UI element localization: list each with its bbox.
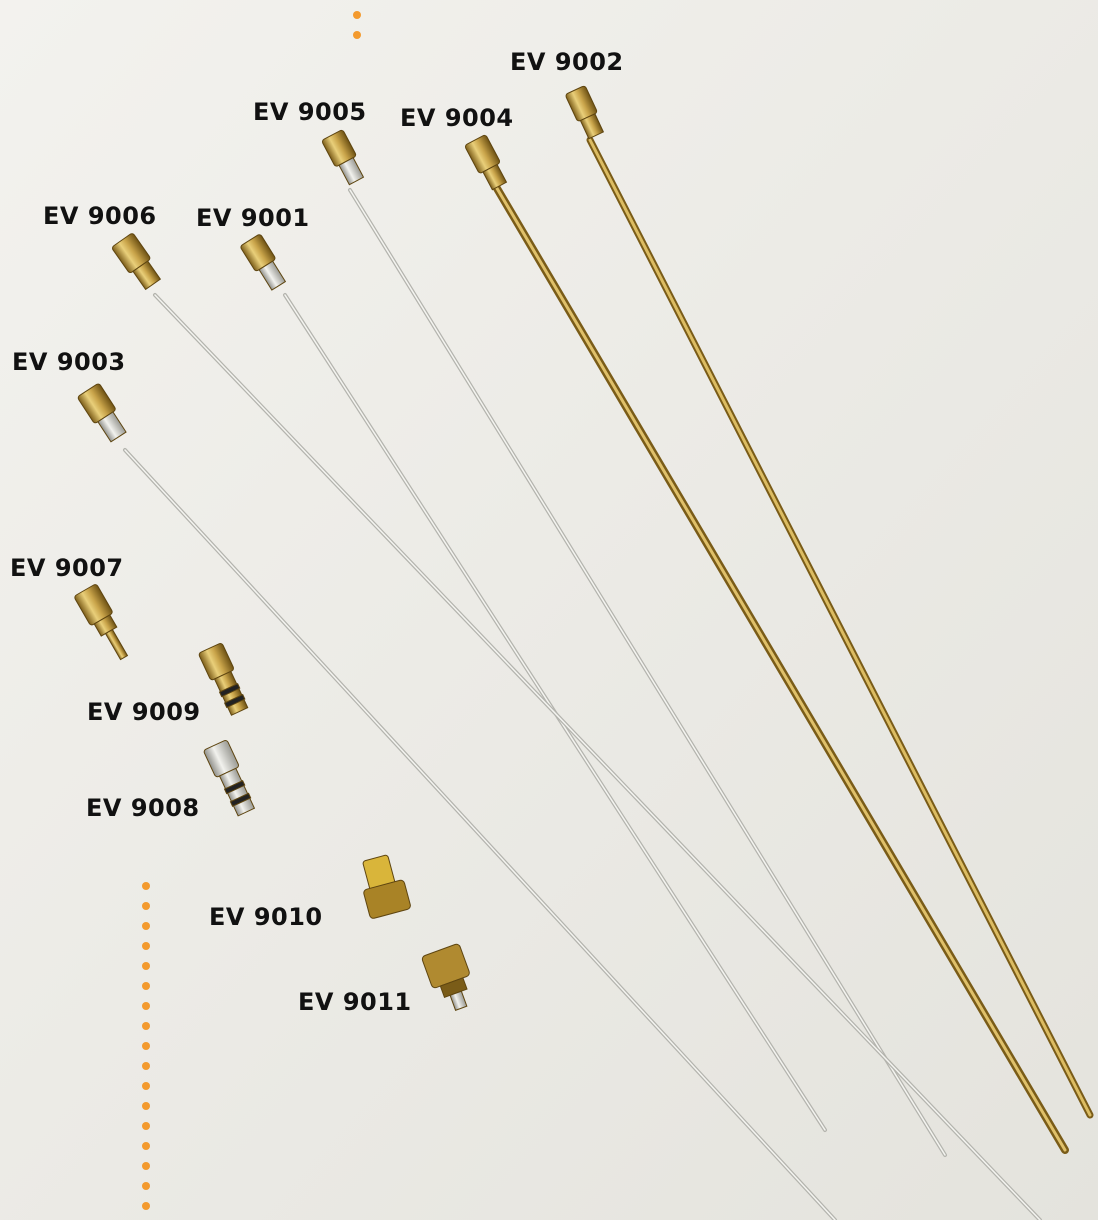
label-ev9010: EV 9010 (209, 903, 323, 931)
label-ev9007: EV 9007 (10, 554, 124, 582)
fitting-ev9005 (321, 129, 365, 186)
label-ev9003: EV 9003 (12, 348, 126, 376)
label-ev9011: EV 9011 (298, 988, 412, 1016)
fitting-ev9004 (464, 134, 508, 191)
label-ev9008: EV 9008 (86, 794, 200, 822)
fitting-ev9006 (112, 233, 162, 291)
fitting-ev9003 (77, 383, 127, 443)
fittings (74, 85, 605, 1011)
fitting-ev9009 (198, 642, 249, 716)
rods (123, 136, 1094, 1220)
fitting-ev9007 (74, 584, 129, 661)
fitting-ev9002 (565, 85, 605, 140)
label-ev9004: EV 9004 (400, 104, 514, 132)
fitting-ev9001 (240, 234, 287, 291)
fitting-ev9011 (421, 943, 470, 1011)
label-ev9001: EV 9001 (196, 204, 310, 232)
fitting-ev9010 (362, 854, 411, 919)
accent-dots-top (353, 11, 361, 39)
label-ev9005: EV 9005 (253, 98, 367, 126)
label-ev9006: EV 9006 (43, 202, 157, 230)
fitting-ev9008 (203, 739, 256, 817)
accent-dots-left (142, 882, 150, 1210)
label-ev9009: EV 9009 (87, 698, 201, 726)
label-ev9002: EV 9002 (510, 48, 624, 76)
